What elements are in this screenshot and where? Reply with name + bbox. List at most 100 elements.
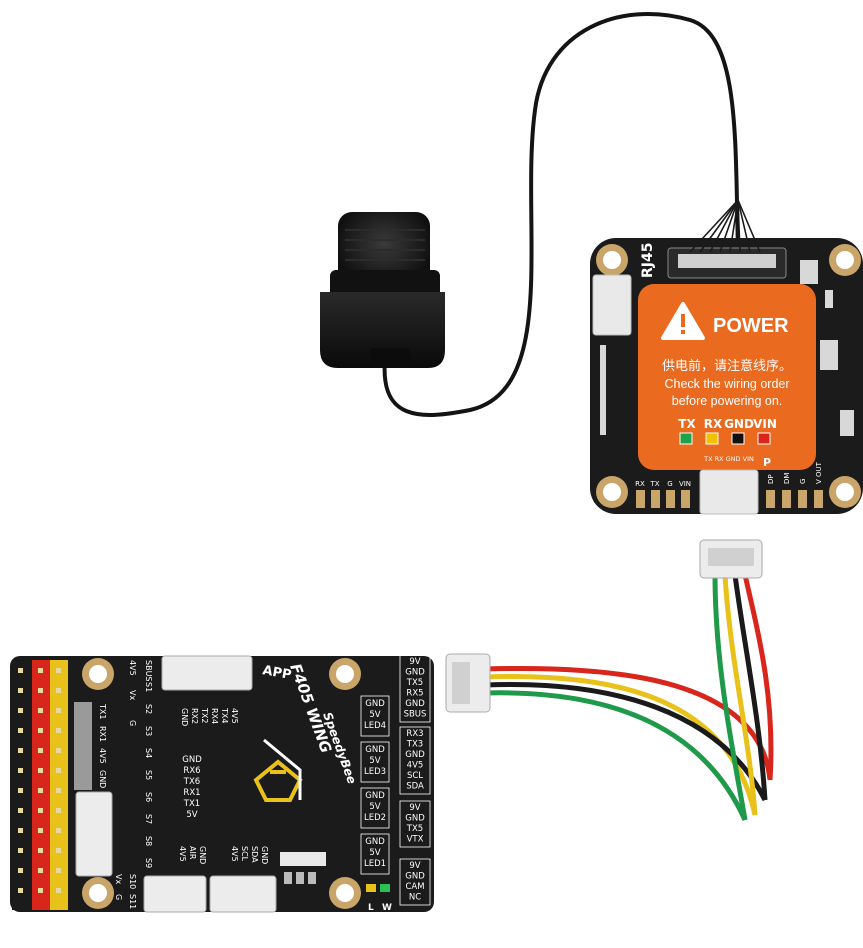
- vtx-pad-label-rx: RX: [635, 480, 645, 488]
- fc-bottom-connector-2: [209, 875, 277, 913]
- wire-black-b: [732, 574, 768, 801]
- warning-text-cn: 供电前，请注意线序。: [662, 358, 792, 374]
- top-connector-label: RX2: [190, 708, 199, 724]
- i2c-port-label: 4V5: [230, 846, 239, 862]
- servo-label: S7: [144, 814, 153, 824]
- top-connector-label: 4V5: [230, 708, 239, 724]
- air-port-label: GND: [198, 846, 207, 864]
- header-top-label: 4V5: [128, 660, 137, 676]
- led-block-label: 5V: [369, 756, 380, 766]
- led-block-label: 5V: [369, 802, 380, 812]
- vtx-pad: [666, 490, 675, 508]
- header-pin: [56, 808, 61, 813]
- right-block-label: SBUS: [404, 710, 427, 720]
- servo-label: S6: [144, 792, 153, 802]
- warning-text-en-2: before powering on.: [672, 394, 783, 408]
- pin-swatch-rx: [705, 432, 719, 445]
- pin-swatch-gnd: [731, 432, 745, 445]
- servo-label: S2: [144, 704, 153, 714]
- right-block-label: GND: [405, 668, 425, 678]
- header-pin: [38, 888, 43, 893]
- header-top-label: Vx: [128, 690, 137, 700]
- vtx-board: RJ45 POWER 供电前，请注意线序。 Check the wiring o…: [590, 199, 863, 515]
- vtx-side-connector: [592, 274, 632, 336]
- led-yellow: [366, 884, 376, 892]
- vtx-pad: [798, 490, 807, 508]
- header-pin: [56, 828, 61, 833]
- header-pin: [38, 748, 43, 753]
- camera-cable: [382, 12, 740, 417]
- vtx-pad-label-vin: VIN: [679, 480, 691, 488]
- header-pin: [18, 848, 23, 853]
- vtx-right-pad-label: DP: [767, 474, 775, 484]
- header-pin: [56, 688, 61, 693]
- led-block-label: GND: [365, 699, 385, 709]
- led-block-frame: [360, 787, 390, 829]
- header-pin: [38, 868, 43, 873]
- uart6-label: TX6: [183, 777, 200, 787]
- led-block-label: LED2: [364, 813, 386, 823]
- right-block-label: TX5: [406, 678, 423, 688]
- wire-yellow: [484, 674, 758, 816]
- right-block-label: CAM: [405, 882, 424, 892]
- header-pin: [38, 768, 43, 773]
- servo-bottom-label: S10: [128, 874, 137, 889]
- pin-label-gnd: GND: [724, 417, 754, 431]
- vtx-pad: [782, 490, 791, 508]
- header-pin: [56, 788, 61, 793]
- right-block-frame: [399, 654, 431, 723]
- vtx-pad: [766, 490, 775, 508]
- header-pin: [56, 888, 61, 893]
- header-pin: [18, 808, 23, 813]
- vtx-pad: [651, 490, 660, 508]
- led-block-label: 5V: [369, 848, 380, 858]
- uart1-label: RX1: [98, 726, 107, 742]
- camera-body: [320, 292, 445, 368]
- flight-controller: APP F405 WING SpeedyBee 4V5VxGSBUSS1S2S3…: [10, 654, 434, 913]
- right-block-label: TX3: [406, 740, 423, 750]
- pin-swatch-vin: [757, 432, 771, 445]
- wire-red-b: [742, 574, 774, 781]
- header-pin: [18, 708, 23, 713]
- header-pin: [18, 828, 23, 833]
- right-block-frame: [399, 800, 431, 848]
- uart6-label: RX6: [183, 766, 200, 776]
- servo-bottom-label: S11: [128, 894, 137, 909]
- i2c-port-label: GND: [260, 846, 269, 864]
- servo-bottom-label-2: Vx: [114, 874, 123, 884]
- fc-app-label: APP: [261, 663, 292, 683]
- top-connector-label: TX2: [200, 707, 209, 723]
- header-pin: [18, 768, 23, 773]
- fc-pcb: [10, 656, 434, 912]
- status-letter-l: L: [368, 903, 374, 913]
- header-pin: [56, 708, 61, 713]
- rj45-label: RJ45: [640, 243, 656, 278]
- right-block-label: GND: [405, 699, 425, 709]
- led-green: [380, 884, 390, 892]
- led-block-frame: [360, 741, 390, 783]
- right-block-label: TX5: [406, 824, 423, 834]
- camera-lens-mount: [330, 270, 440, 298]
- led-block-label: 5V: [369, 710, 380, 720]
- header-pin: [38, 728, 43, 733]
- camera-back-plug: [370, 348, 410, 368]
- header-pin: [38, 708, 43, 713]
- right-block-label: RX3: [406, 729, 423, 739]
- servo-label: S3: [144, 726, 153, 736]
- wire-green-b: [712, 574, 748, 821]
- fc-mounting-holes: [82, 658, 361, 909]
- top-connector-label: RX4: [210, 708, 219, 724]
- vtx-pad-label-tx: TX: [649, 480, 659, 488]
- pin-label-tx: TX: [678, 417, 696, 431]
- vtx-pad: [814, 490, 823, 508]
- vtx-right-pad-label: DM: [783, 473, 791, 484]
- servo-label: S9: [144, 858, 153, 868]
- air-port-label: 4V5: [178, 846, 187, 862]
- vtx-right-pad-label: G: [799, 479, 807, 484]
- header-pin: [18, 668, 23, 673]
- wire-yellow-b: [722, 574, 758, 816]
- power-warning-label: POWER 供电前，请注意线序。 Check the wiring order …: [638, 284, 816, 470]
- right-block-frame: [399, 858, 431, 906]
